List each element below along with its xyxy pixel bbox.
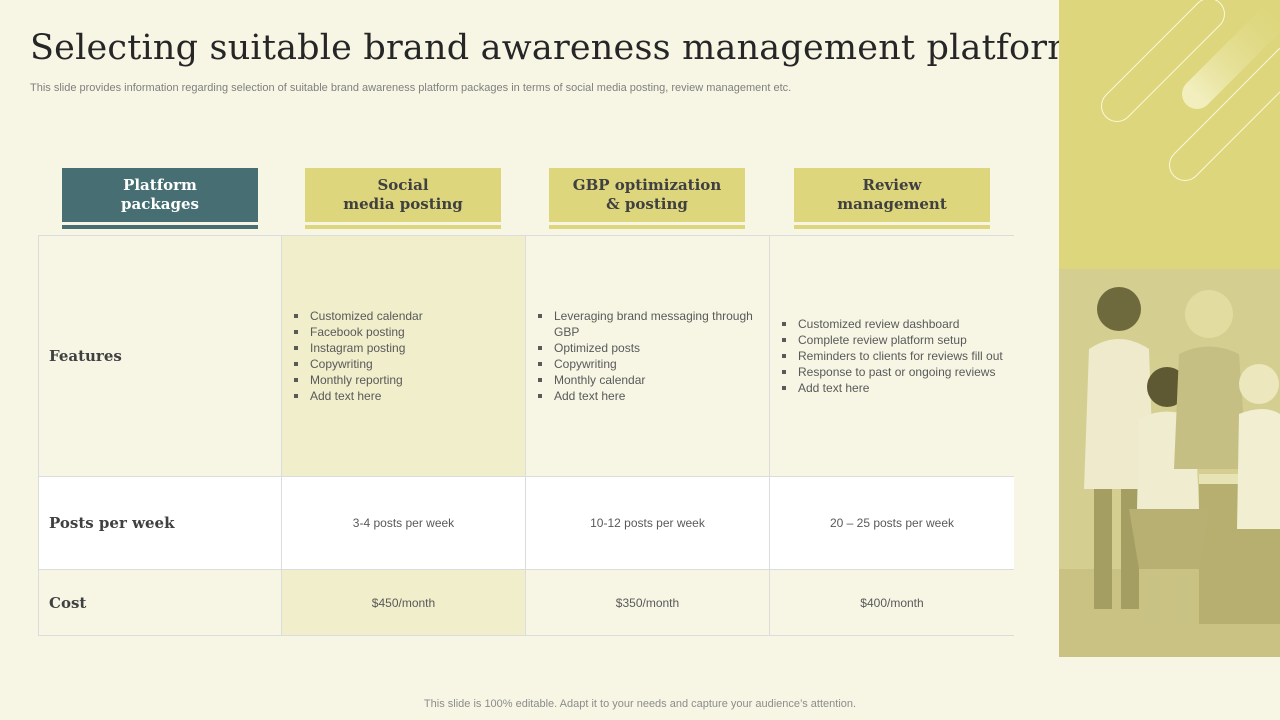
slide-footer: This slide is 100% editable. Adapt it to… [423,698,857,710]
header-platform-packages: Platform packages [62,168,258,222]
decorative-corner [1059,0,1280,269]
feature-item: Copywriting [536,356,761,372]
feature-item: Reminders to clients for reviews fill ou… [780,348,1003,364]
cost-gbp: $350/month [526,570,770,635]
feature-item: Monthly reporting [292,372,423,388]
feature-item: Customized review dashboard [780,316,1003,332]
posts-social: 3-4 posts per week [282,477,526,570]
header-gbp-optimization: GBP optimization & posting [549,168,745,222]
header-underline-review [794,225,990,229]
feature-item: Add text here [780,380,1003,396]
posts-gbp: 10-12 posts per week [526,477,770,570]
feature-item: Complete review platform setup [780,332,1003,348]
header-underline-gbp [549,225,745,229]
feature-item: Copywriting [292,356,423,372]
feature-item: Optimized posts [536,340,761,356]
feature-item: Response to past or ongoing reviews [780,364,1003,380]
row-label-cost: Cost [39,570,282,635]
slide-title: Selecting suitable brand awareness manag… [30,28,1081,68]
feature-item: Facebook posting [292,324,423,340]
header-review-management: Review management [794,168,990,222]
feature-item: Add text here [536,388,761,404]
posts-review: 20 – 25 posts per week [770,477,1014,570]
slide-subtitle: This slide provides information regardin… [30,82,792,94]
row-label-posts-per-week: Posts per week [39,477,282,570]
feature-item: Leveraging brand messaging through GBP [536,308,761,340]
team-photo-icon [1059,269,1280,657]
row-label-features: Features [39,236,282,477]
feature-item: Instagram posting [292,340,423,356]
feature-item: Add text here [292,388,423,404]
header-underline-social [305,225,501,229]
cost-review: $400/month [770,570,1014,635]
cost-social: $450/month [282,570,526,635]
header-social-media-posting: Social media posting [305,168,501,222]
team-photo [1059,269,1280,657]
header-underline-platform [62,225,258,229]
feature-item: Customized calendar [292,308,423,324]
feature-item: Monthly calendar [536,372,761,388]
decorative-stripes-icon [1101,0,1280,181]
